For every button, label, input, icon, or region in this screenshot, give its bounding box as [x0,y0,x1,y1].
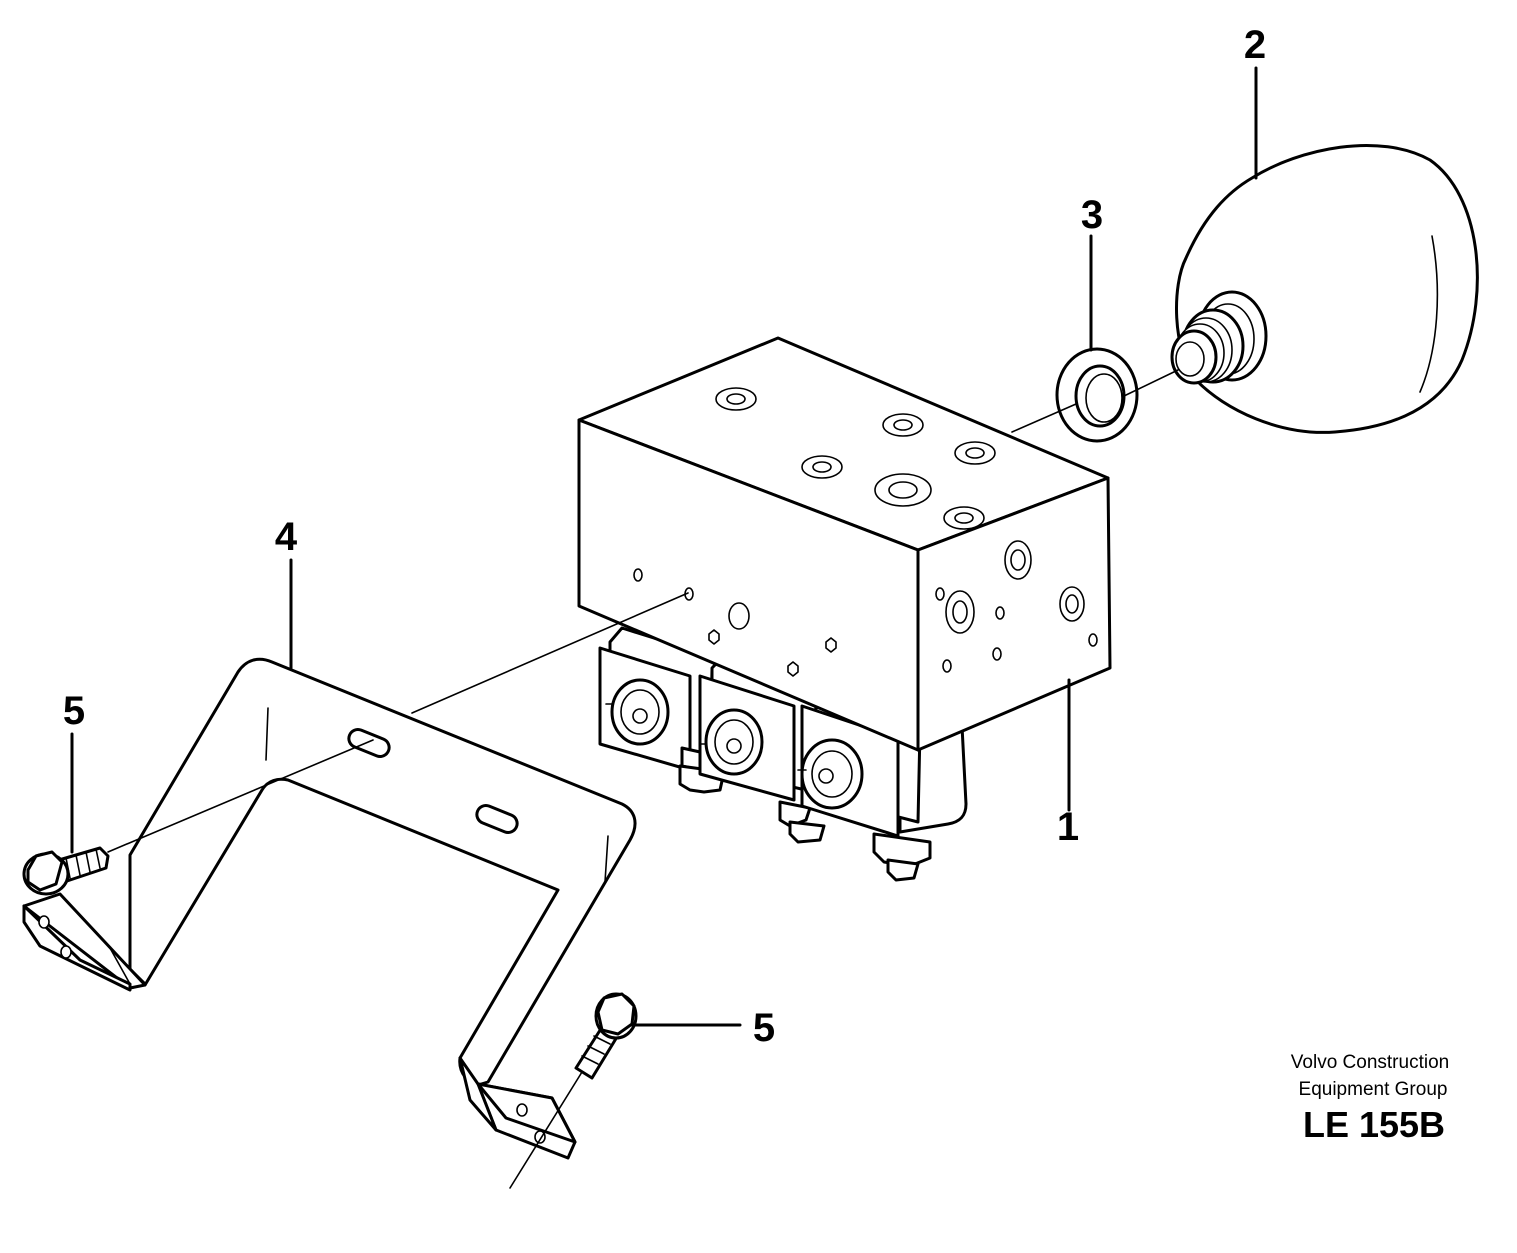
figure-code: LE 155B [1303,1104,1445,1145]
side-ports [935,540,1098,673]
leader-lines [70,66,1258,1027]
callout-item-4: 4 [275,515,298,559]
callout-item-3: 3 [1081,193,1103,237]
callout-item-2: 2 [1244,23,1266,67]
mounting-bracket [22,657,637,1160]
credit-line-1: Volvo Construction [1291,1052,1449,1073]
valve-block [577,336,1112,882]
callout-item-5-right: 5 [753,1006,775,1050]
assembly-lines [107,369,1179,1189]
flange-bolt-right [574,992,638,1080]
solenoid-coil-1 [598,626,726,794]
seal-ring [1055,347,1139,443]
callout-item-5-left: 5 [63,689,85,733]
credit-line-2: Equipment Group [1299,1079,1448,1100]
accumulator-sphere [1170,143,1479,434]
top-ports [715,387,996,530]
front-holes [633,568,837,677]
callout-item-1: 1 [1057,805,1079,849]
flange-bolt-left [22,846,110,896]
